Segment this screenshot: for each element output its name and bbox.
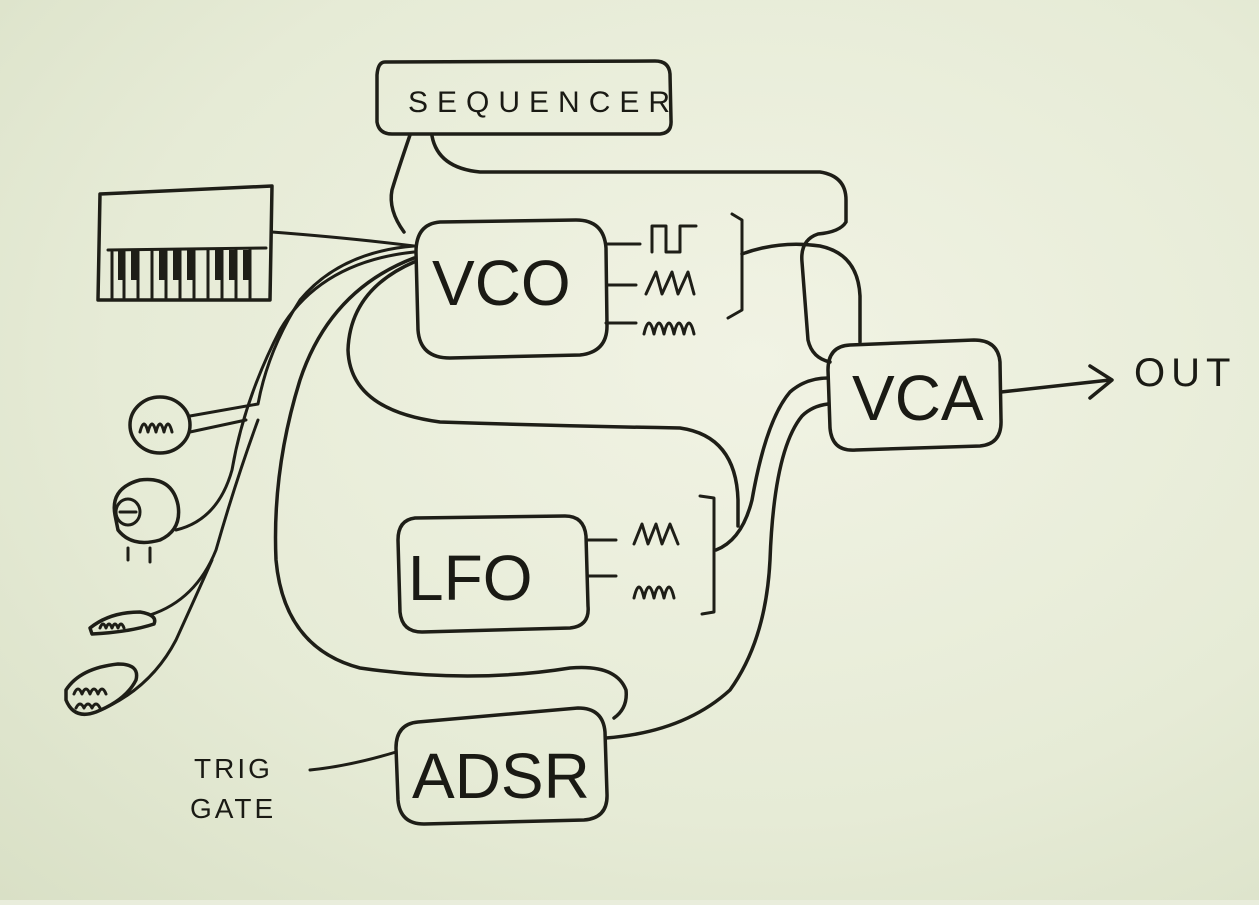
lfo-label: LFO: [408, 542, 532, 614]
connection-cables: [94, 133, 1114, 772]
vco-square-wave-icon: [605, 224, 698, 254]
lfo-waveform-bracket: [698, 494, 716, 616]
vco-waveform-bracket: [726, 212, 744, 320]
vca-module: VCA: [826, 338, 1003, 452]
gate-label: GATE: [190, 793, 276, 824]
sequencer-module: SEQUENCER: [375, 59, 679, 136]
sequencer-label: SEQUENCER: [408, 86, 679, 119]
trig-label: TRIG: [194, 753, 273, 784]
ribbon-controller-icon: [128, 395, 192, 455]
lfo-module: LFO: [396, 514, 590, 634]
vco-sine-wave-icon: [604, 321, 696, 336]
vco-module: VCO: [414, 218, 609, 360]
footswitch-controller-icon: [64, 662, 139, 716]
adsr-module: ADSR: [394, 706, 609, 826]
lfo-sine-wave-icon: [586, 574, 676, 600]
out-label: OUT: [1134, 351, 1236, 395]
vco-saw-wave-icon: [605, 270, 696, 296]
lfo-saw-wave-icon: [586, 522, 680, 546]
knob-controller-icon: [112, 477, 181, 564]
vca-label: VCA: [852, 362, 984, 434]
adsr-label: ADSR: [412, 740, 590, 812]
keyboard-icon: [96, 184, 274, 302]
pedal-controller-icon: [88, 610, 157, 636]
vco-label: VCO: [432, 247, 571, 319]
